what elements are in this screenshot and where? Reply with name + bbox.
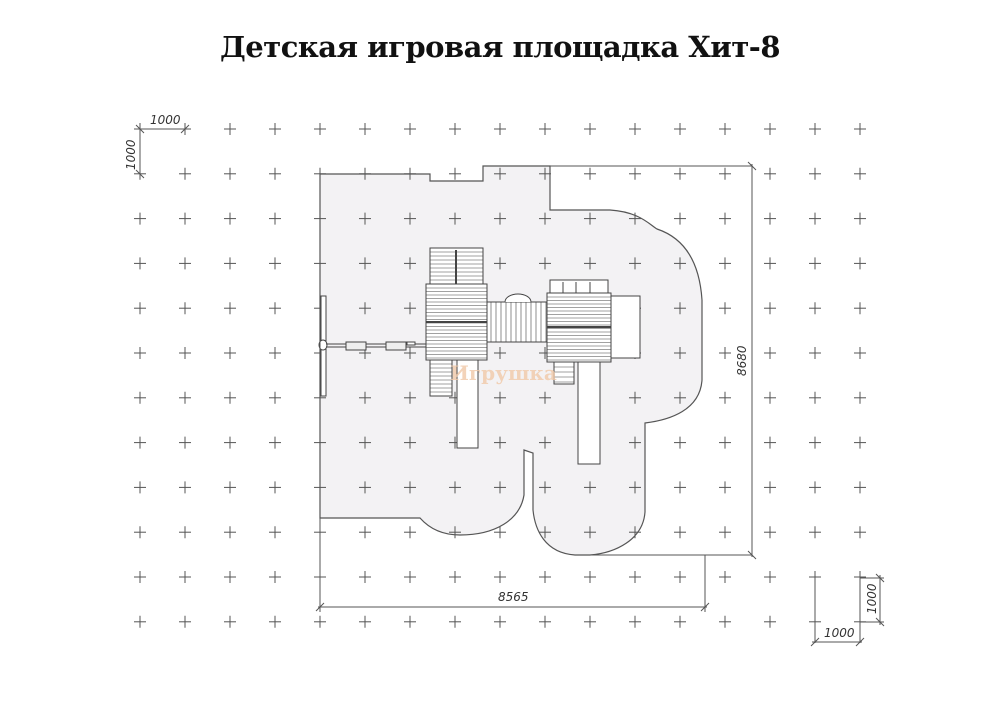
left-tower xyxy=(425,247,488,449)
legend-top-horizontal: 1000 xyxy=(150,113,181,127)
watermark: Игрушка xyxy=(450,361,557,385)
legend-bottom-vertical: 1000 xyxy=(865,583,879,614)
bridge xyxy=(486,293,549,343)
dimension-lines xyxy=(135,124,885,647)
right-tower xyxy=(546,279,641,465)
dimension-height: 8680 xyxy=(735,345,749,376)
legend-top-vertical: 1000 xyxy=(124,139,138,170)
dimension-width: 8565 xyxy=(498,590,529,604)
legend-bottom-horizontal: 1000 xyxy=(824,626,855,640)
page-title: Детская игровая площадка Хит-8 xyxy=(219,30,781,64)
swing xyxy=(318,295,426,397)
